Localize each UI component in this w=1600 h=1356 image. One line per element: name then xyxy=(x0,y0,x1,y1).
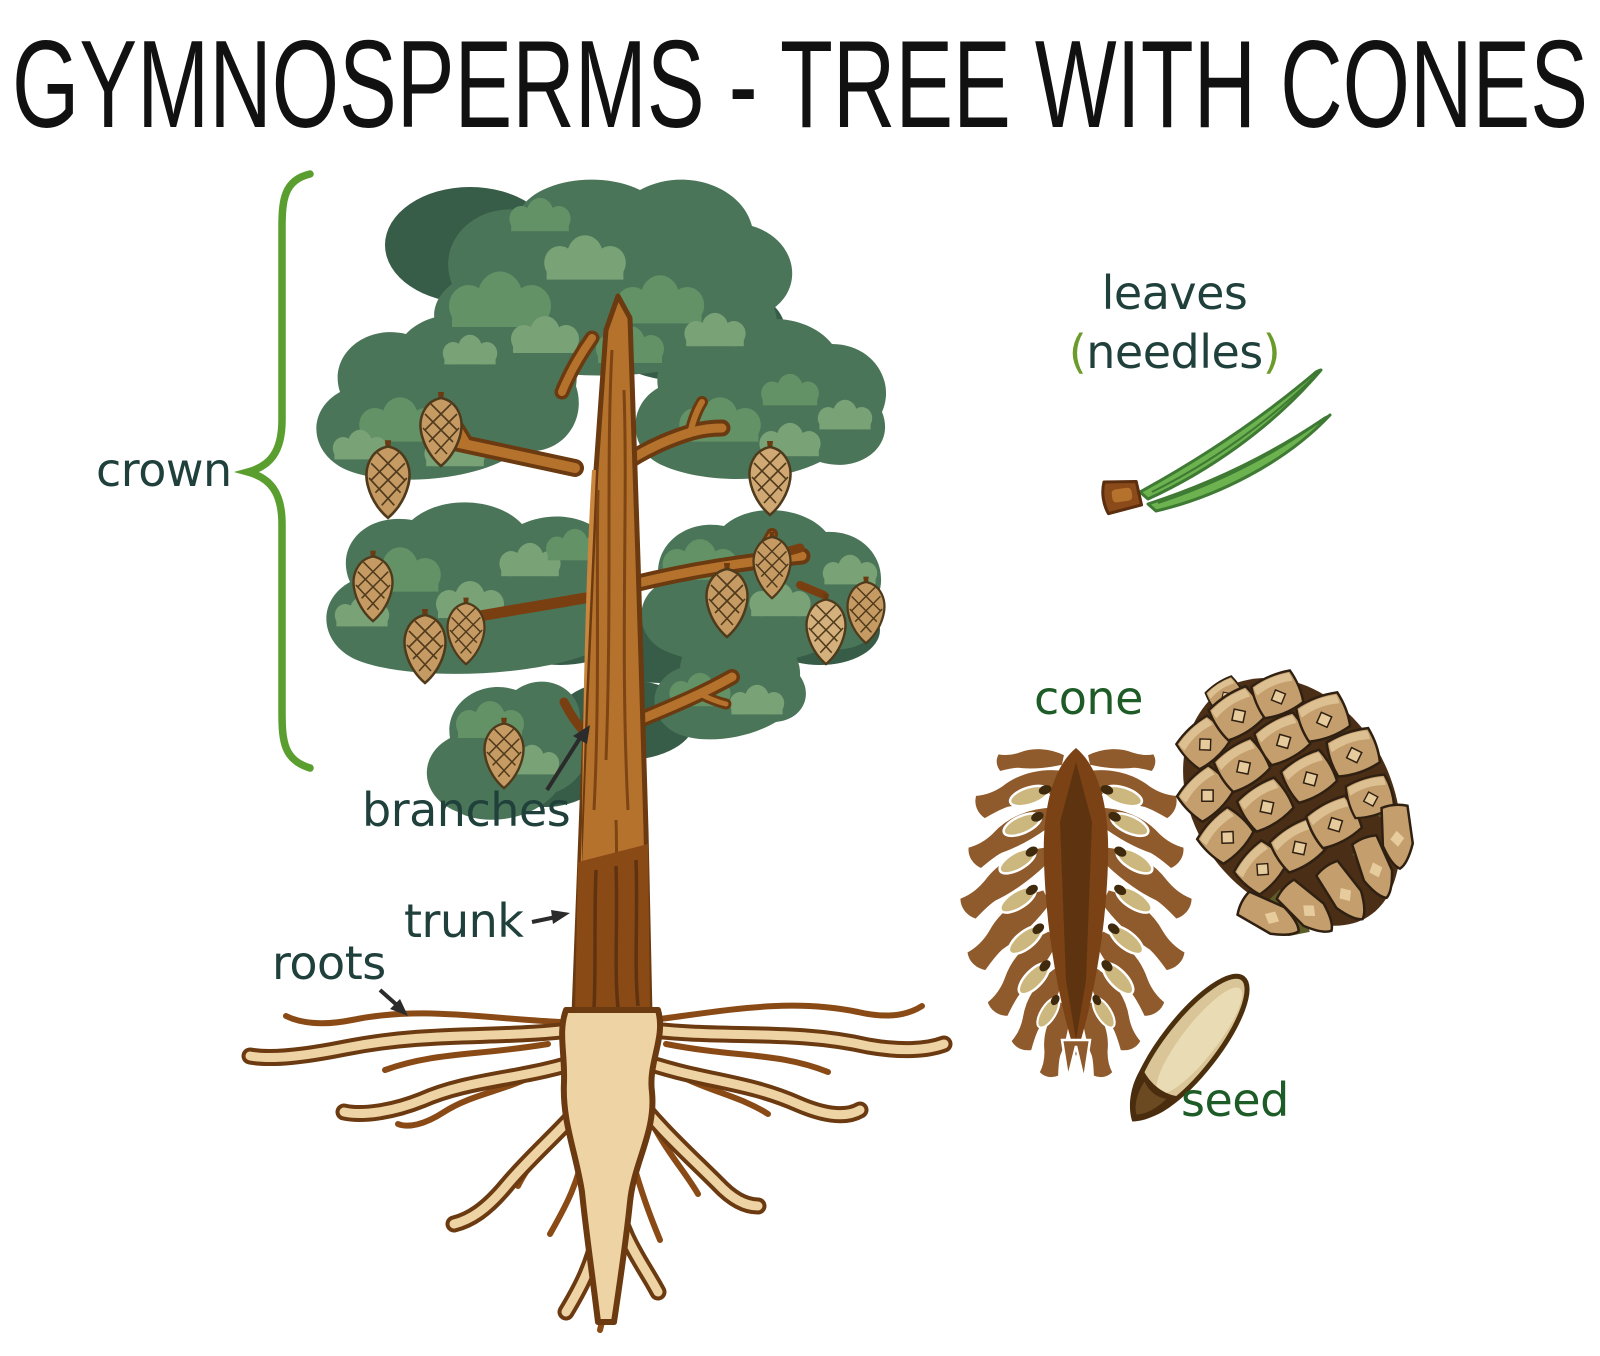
branches-label: branches xyxy=(362,783,571,837)
needle-blade-1 xyxy=(1138,368,1323,501)
tree-roots xyxy=(241,1002,953,1333)
whole-cone-illustration xyxy=(1172,666,1417,946)
seed-label: seed xyxy=(1181,1073,1289,1127)
crown-brace xyxy=(233,170,314,772)
needles-word: needles xyxy=(1086,324,1263,379)
cone-section-axis xyxy=(1043,748,1109,1081)
cone-label: cone xyxy=(1034,671,1143,725)
tap-root xyxy=(559,1007,664,1325)
roots-arrow xyxy=(378,988,408,1016)
open-paren: ( xyxy=(1068,324,1087,379)
needle-blade-2 xyxy=(1146,413,1332,513)
page-title: GYMNOSPERMS - TREE WITH CONES xyxy=(12,16,1588,150)
leaves-label: leaves (needles) xyxy=(1002,264,1347,382)
seed-illustration xyxy=(1129,973,1250,1122)
cone-section-illustration xyxy=(948,737,1204,1085)
trunk-label: trunk xyxy=(404,894,524,948)
branches-arrow xyxy=(545,725,590,792)
roots-label: roots xyxy=(272,936,386,990)
leaves-label-line2: (needles) xyxy=(1002,323,1347,382)
crown-label: crown xyxy=(96,443,232,497)
trunk-arrow xyxy=(531,910,570,924)
needle-pair-illustration xyxy=(1101,368,1332,516)
needle-base xyxy=(1101,479,1144,516)
tree-trunk xyxy=(571,293,653,1017)
leaves-label-line1: leaves xyxy=(1101,266,1248,320)
close-paren: ) xyxy=(1262,324,1281,379)
title-area: GYMNOSPERMS - TREE WITH CONES xyxy=(12,16,1588,150)
